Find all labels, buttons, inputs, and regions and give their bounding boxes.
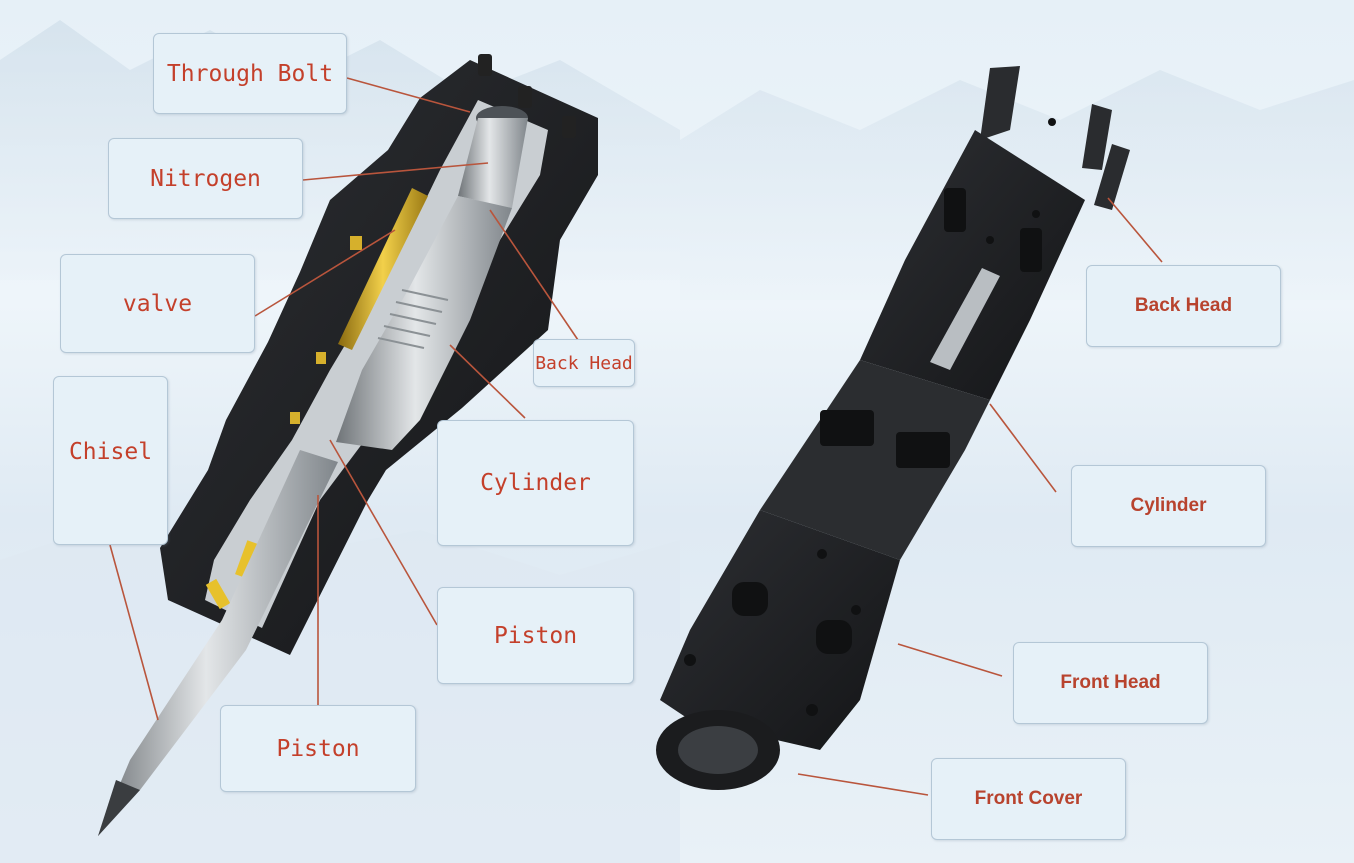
- leader-lines: [109, 77, 1163, 796]
- cutaway-breaker: [98, 54, 598, 836]
- piston-body: [336, 196, 512, 450]
- back-head-block: [860, 130, 1085, 400]
- label-cylinder-right: Cylinder: [1071, 465, 1266, 547]
- breaker-body: [656, 66, 1130, 790]
- label-piston-bottom: Piston: [220, 705, 416, 792]
- valve: [338, 188, 428, 350]
- label-cylinder-left: Cylinder: [437, 420, 634, 546]
- label-piston-right: Piston: [437, 587, 634, 684]
- label-front-cover: Front Cover: [931, 758, 1126, 840]
- front-head-block: [660, 510, 900, 750]
- label-nitrogen: Nitrogen: [108, 138, 303, 219]
- chisel: [98, 450, 338, 836]
- label-back-head-right: Back Head: [1086, 265, 1281, 347]
- nitrogen-chamber: [458, 118, 528, 208]
- label-through-bolt: Through Bolt: [153, 33, 347, 114]
- label-front-head: Front Head: [1013, 642, 1208, 724]
- label-valve: valve: [60, 254, 255, 353]
- cylinder-block: [760, 360, 990, 560]
- label-back-head-left: Back Head: [533, 339, 635, 387]
- label-chisel: Chisel: [53, 376, 168, 545]
